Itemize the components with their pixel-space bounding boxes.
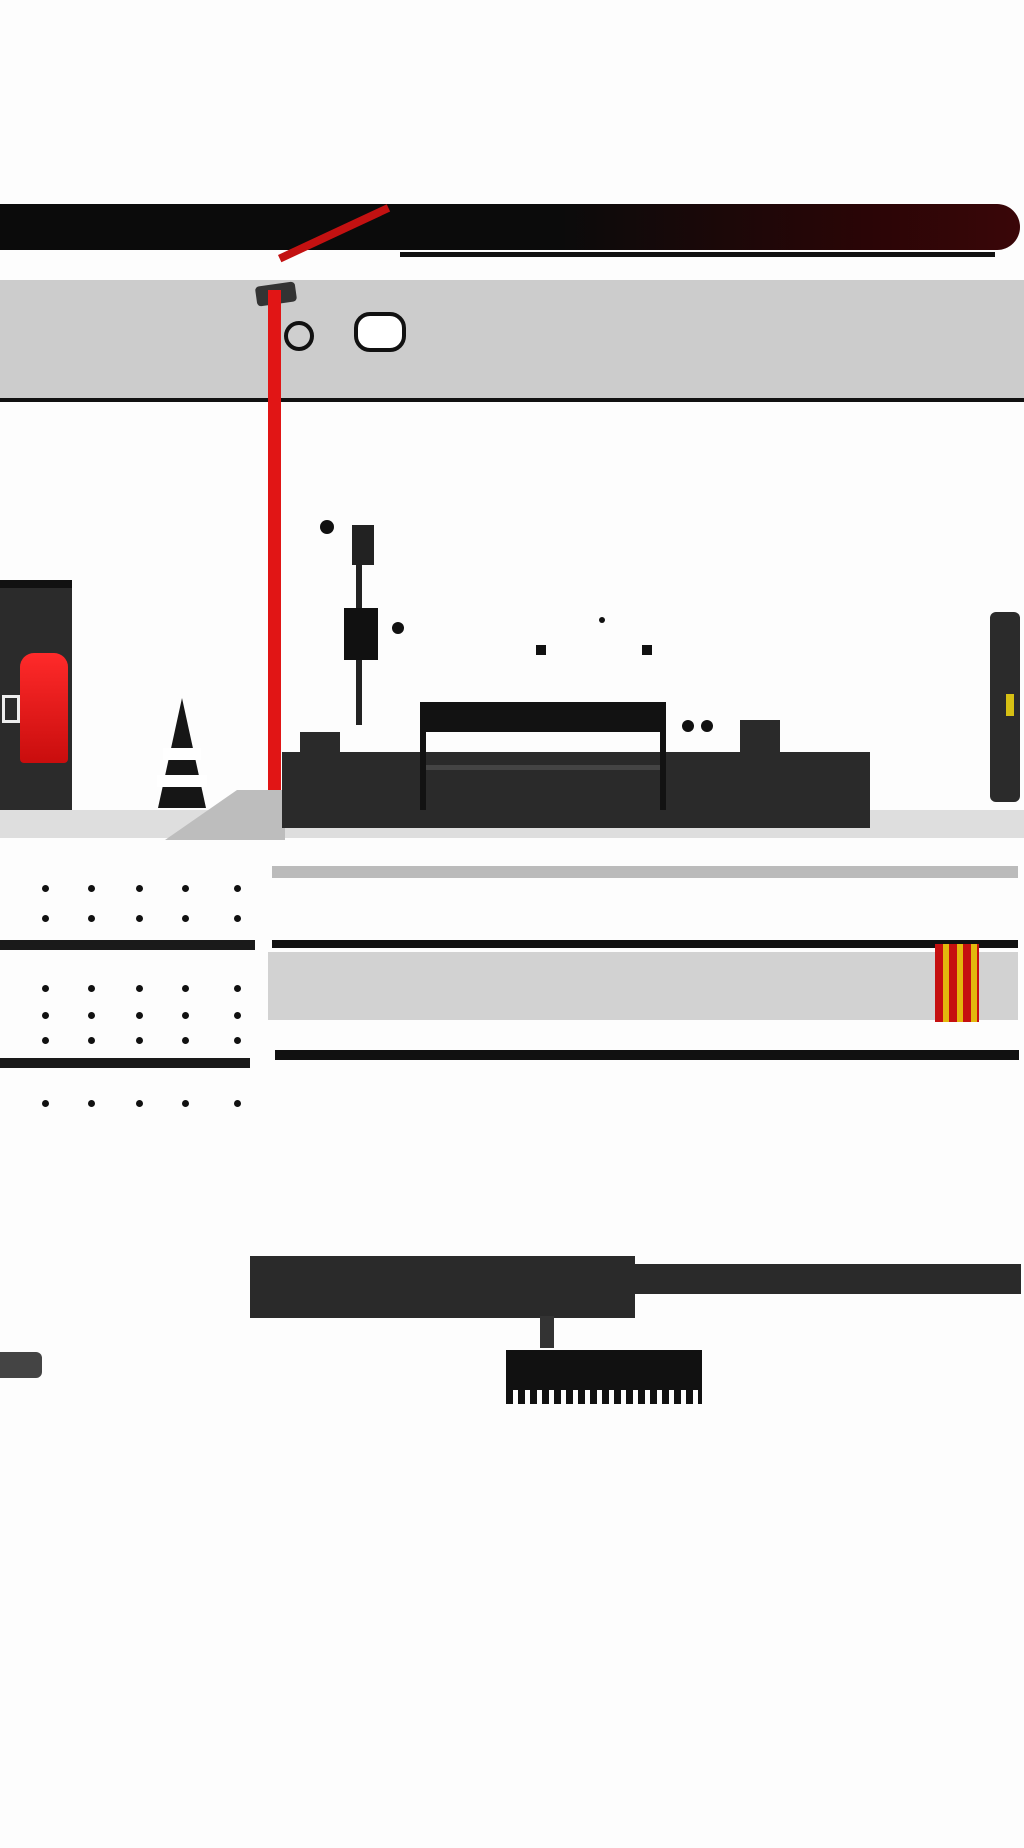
rail-edge (272, 940, 1018, 948)
tray-teeth (506, 1390, 702, 1404)
top-bar-underline (400, 252, 995, 257)
upper-rail (272, 866, 1018, 878)
right-door[interactable] (990, 612, 1020, 802)
bench-bar (420, 765, 666, 770)
grid-dot (136, 985, 143, 992)
grid-dot (42, 985, 49, 992)
main-platform (282, 752, 870, 828)
orb (320, 520, 334, 534)
grid-dot (234, 985, 241, 992)
left-hook (0, 1352, 42, 1378)
grid-dot (42, 1037, 49, 1044)
grid-dot (234, 915, 241, 922)
hazard-stripe-icon (935, 944, 979, 1022)
grid-dot (136, 1012, 143, 1019)
lower-platform (250, 1256, 635, 1318)
grid-dot (88, 985, 95, 992)
marker-dot (536, 645, 546, 655)
grid-dot (42, 1012, 49, 1019)
grid-dot (182, 1037, 189, 1044)
grid-dot (88, 1037, 95, 1044)
bench-leg (660, 732, 666, 810)
grid-dot (182, 985, 189, 992)
grid-dot (234, 885, 241, 892)
grid-dot (136, 915, 143, 922)
grid-dot (88, 885, 95, 892)
eye-dot (682, 720, 694, 732)
dot-icon[interactable] (284, 321, 314, 351)
conveyor-band (268, 952, 1018, 1020)
bench-leg (420, 732, 426, 810)
door-handle (2, 695, 20, 723)
pill-icon[interactable] (354, 312, 406, 352)
robot-character[interactable] (344, 608, 378, 660)
cone-stripe (163, 748, 201, 760)
marker-dot (599, 617, 605, 623)
top-bar (0, 204, 1020, 250)
grid-dot (42, 1100, 49, 1107)
door-light (1006, 694, 1014, 716)
grid-dot (182, 915, 189, 922)
grid-dot (234, 1037, 241, 1044)
orb (392, 622, 404, 634)
grid-dot (88, 1100, 95, 1107)
left-ledge (0, 940, 255, 950)
door-icon (20, 653, 68, 763)
platform-bump (740, 720, 780, 756)
lower-platform (633, 1264, 1021, 1294)
grid-dot (88, 1012, 95, 1019)
robot-head (352, 525, 374, 565)
eye-dot (701, 720, 713, 732)
left-ledge (0, 1058, 250, 1068)
grid-dot (42, 885, 49, 892)
grid-dot (88, 915, 95, 922)
grid-dot (136, 1100, 143, 1107)
grid-dot (234, 1012, 241, 1019)
grid-dot (42, 915, 49, 922)
grid-dot (182, 885, 189, 892)
grid-dot (182, 1100, 189, 1107)
grid-dot (182, 1012, 189, 1019)
tray-stem (540, 1316, 554, 1348)
grid-dot (136, 1037, 143, 1044)
grid-dot (136, 885, 143, 892)
ceiling-band (0, 280, 1024, 402)
cone-stripe (157, 775, 207, 787)
grid-dot (234, 1100, 241, 1107)
bench-icon[interactable] (420, 702, 666, 732)
red-pole (268, 290, 281, 830)
rail-edge (275, 1050, 1019, 1060)
marker-dot (642, 645, 652, 655)
